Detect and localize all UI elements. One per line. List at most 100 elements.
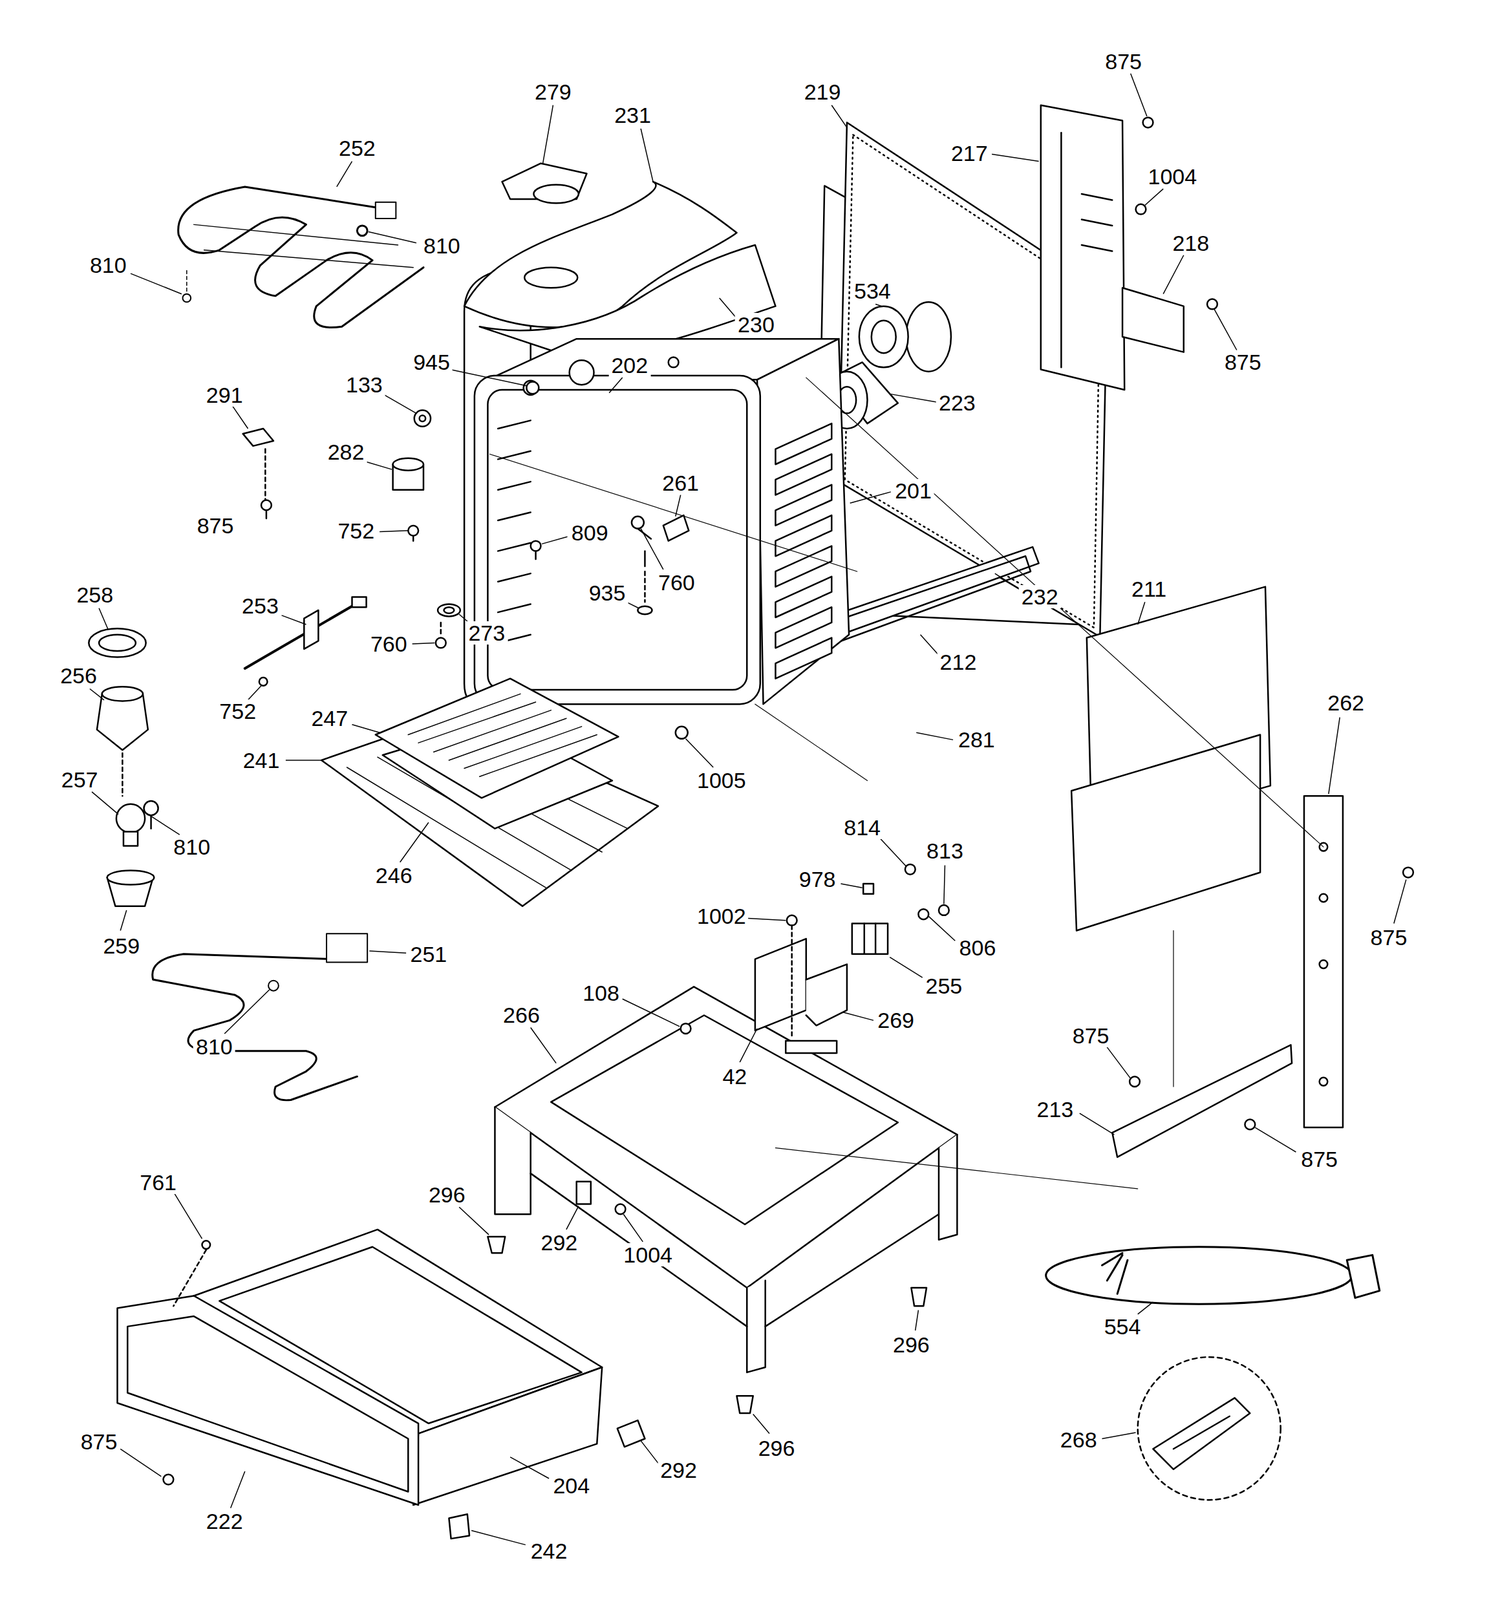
drawing-line bbox=[1304, 795, 1343, 1128]
drawing-line bbox=[1129, 1076, 1140, 1087]
drawing-line bbox=[543, 105, 554, 164]
drawing-line bbox=[675, 495, 681, 517]
callout-number: 554 bbox=[1101, 1315, 1144, 1339]
drawing-line bbox=[369, 951, 407, 954]
callout-number: 241 bbox=[240, 748, 283, 772]
drawing-line bbox=[850, 492, 891, 504]
drawing-line bbox=[879, 837, 906, 867]
drawing-line bbox=[494, 1107, 531, 1215]
drawing-line bbox=[88, 105, 1414, 1539]
drawing-line bbox=[248, 685, 262, 701]
drawing-line bbox=[173, 1192, 202, 1240]
drawing-line bbox=[230, 1471, 246, 1509]
drawing-line bbox=[121, 753, 124, 796]
drawing-line bbox=[806, 377, 1324, 847]
drawing-line bbox=[746, 1280, 765, 1373]
detail-circle bbox=[1137, 1357, 1281, 1500]
drawing-line bbox=[790, 925, 793, 1036]
drawing-line bbox=[685, 739, 714, 768]
callout-number: 810 bbox=[420, 234, 463, 258]
drawing-line bbox=[1214, 309, 1237, 350]
drawing-line bbox=[243, 428, 274, 447]
callout-number: 258 bbox=[73, 583, 116, 607]
drawing-line bbox=[1081, 193, 1113, 200]
drawing-line bbox=[490, 453, 858, 571]
drawing-line bbox=[368, 231, 417, 243]
drawing-line bbox=[863, 923, 866, 954]
drawing-line bbox=[120, 910, 127, 932]
drawing-line bbox=[916, 732, 954, 740]
drawing-line bbox=[1319, 1077, 1329, 1087]
drawing-line bbox=[1046, 1247, 1352, 1305]
callout-number: 875 bbox=[1221, 350, 1265, 374]
drawing-line bbox=[550, 1015, 899, 1226]
callout-number: 133 bbox=[343, 373, 386, 397]
callout-number: 875 bbox=[1368, 925, 1411, 950]
callout-number: 279 bbox=[532, 80, 575, 104]
drawing-line bbox=[859, 306, 909, 368]
callout-number: 230 bbox=[735, 312, 778, 337]
drawing-line bbox=[303, 610, 319, 650]
callout-number: 251 bbox=[407, 942, 450, 966]
callout-number: 945 bbox=[410, 350, 453, 374]
callout-number: 813 bbox=[923, 839, 966, 863]
callout-number: 246 bbox=[373, 863, 416, 888]
drawing-line bbox=[680, 1023, 692, 1034]
drawing-line bbox=[637, 606, 652, 615]
drawing-line bbox=[400, 822, 429, 863]
drawing-line bbox=[232, 406, 249, 429]
cavity-insulation bbox=[464, 181, 776, 705]
callout-number: 292 bbox=[657, 1458, 700, 1482]
drawing-line bbox=[440, 622, 443, 635]
callout-number: 217 bbox=[948, 141, 991, 165]
drawing-line bbox=[631, 516, 644, 529]
drawing-line bbox=[117, 1296, 419, 1506]
drawing-line bbox=[748, 918, 786, 921]
drawing-line bbox=[1152, 1397, 1250, 1469]
drawing-line bbox=[1143, 117, 1154, 129]
drawing-line bbox=[407, 525, 419, 536]
drawing-line bbox=[1081, 219, 1113, 225]
drawing-line bbox=[640, 1441, 659, 1464]
drawing-line bbox=[375, 678, 619, 799]
drawing-line bbox=[852, 923, 888, 954]
callout-number: 806 bbox=[956, 936, 999, 960]
drawing-line bbox=[152, 954, 358, 1101]
drawing-line bbox=[739, 1028, 758, 1063]
callout-number: 213 bbox=[1034, 1097, 1077, 1122]
drawing-line bbox=[450, 369, 527, 386]
callout-number: 261 bbox=[659, 471, 702, 495]
drawing-line bbox=[755, 704, 868, 781]
callout-number: 810 bbox=[193, 1035, 236, 1059]
power-cord bbox=[1046, 1247, 1380, 1305]
drawing-line bbox=[915, 1310, 919, 1332]
callout-number: 281 bbox=[955, 728, 998, 752]
callout-number: 262 bbox=[1324, 691, 1367, 715]
drawing-line bbox=[448, 718, 566, 761]
drawing-line bbox=[1137, 1302, 1154, 1315]
drawing-line bbox=[414, 410, 431, 427]
drawing-line bbox=[173, 1250, 207, 1307]
drawing-line bbox=[351, 596, 366, 608]
drawing-line bbox=[569, 360, 595, 385]
drawing-line bbox=[910, 1287, 927, 1307]
callout-number: 296 bbox=[755, 1436, 798, 1460]
drawing-line bbox=[938, 905, 950, 916]
callout-number: 1004 bbox=[620, 1243, 675, 1267]
drawing-line bbox=[494, 986, 957, 1288]
drawing-line bbox=[609, 377, 623, 394]
drawing-line bbox=[918, 909, 929, 920]
oven-cavity bbox=[474, 338, 849, 705]
drawing-line bbox=[497, 603, 531, 613]
callout-number: 273 bbox=[465, 621, 508, 645]
drawing-line bbox=[264, 449, 267, 501]
drawing-line bbox=[541, 536, 568, 544]
callout-number: 42 bbox=[719, 1064, 750, 1089]
drawing-line bbox=[1254, 1127, 1296, 1153]
callout-number: 269 bbox=[874, 1008, 917, 1032]
drawing-line bbox=[364, 461, 392, 471]
drawing-line bbox=[285, 759, 323, 761]
drawing-line bbox=[89, 688, 105, 700]
callout-number: 761 bbox=[137, 1170, 180, 1195]
